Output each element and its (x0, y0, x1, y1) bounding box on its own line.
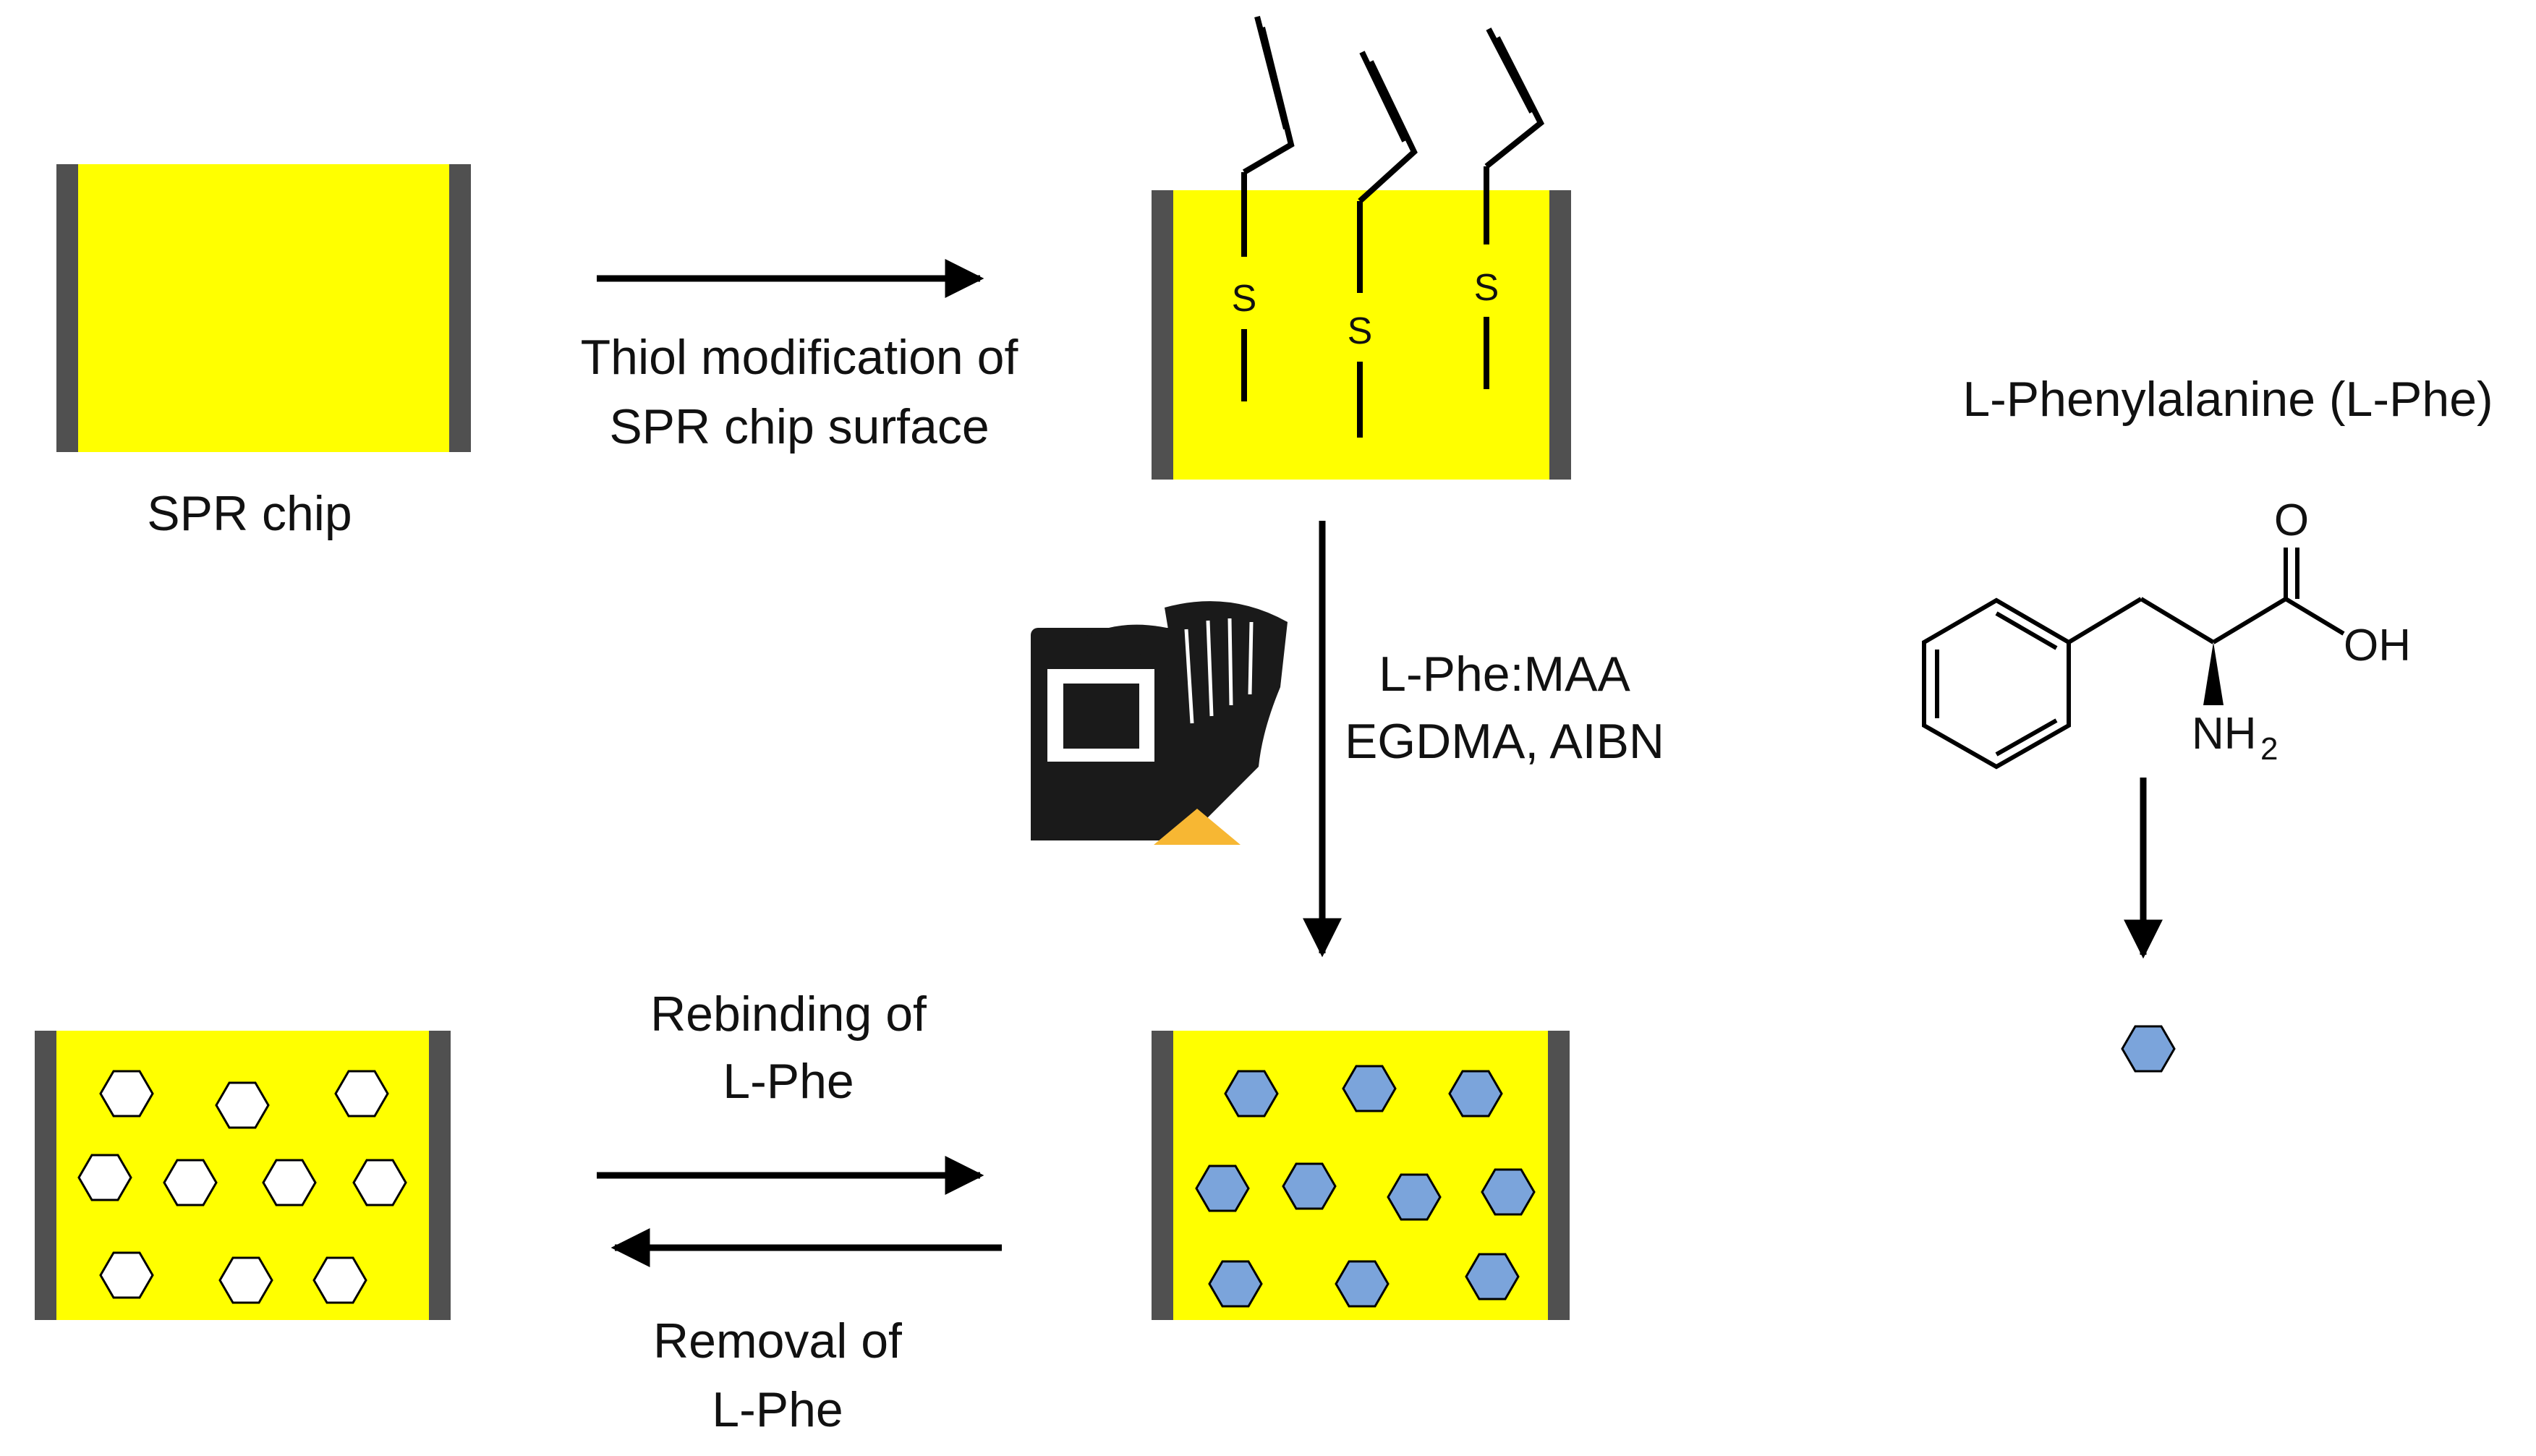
amine-subscript: 2 (2260, 731, 2278, 767)
sulfur-label-2: S (1348, 310, 1373, 352)
phenylalanine-structure (1922, 548, 2345, 770)
sulfur-label-3: S (1474, 267, 1499, 309)
sulfur-label-1: S (1232, 278, 1257, 320)
thiol-label-line1: Thiol modification of (581, 330, 1018, 385)
molecule-title: L-Phenylalanine (L-Phe) (1962, 372, 2493, 427)
rebinding-label-line1: Rebinding of (650, 987, 927, 1042)
thiol-linker-2 (1357, 51, 1418, 438)
wedge-bond (2203, 642, 2224, 705)
rebinding-label-line2: L-Phe (723, 1054, 854, 1109)
chip-edge-right (1548, 1031, 1570, 1320)
spr-chip-imprinted-empty (35, 1031, 451, 1320)
thiol-linker-1 (1241, 16, 1295, 401)
amine-label: NH (2192, 709, 2257, 759)
chip-edge-right (429, 1031, 451, 1320)
removal-label-line1: Removal of (653, 1314, 902, 1368)
removal-label-line2: L-Phe (712, 1382, 843, 1437)
carbonyl-o-label: O (2274, 495, 2309, 545)
chip-edge-right (449, 164, 471, 452)
chip-edge-left (56, 164, 78, 452)
template-molecule-symbol (2121, 1025, 2176, 1073)
thiol-linker-3 (1484, 27, 1545, 389)
spr-chip-imprinted-with-template (1152, 1031, 1570, 1320)
hydroxyl-label: OH (2344, 621, 2411, 670)
chip-edge-left (35, 1031, 56, 1320)
gold-surface (56, 164, 471, 452)
spr-chip-thiol-modified: S S S (1152, 16, 1571, 480)
chip-edge-left (1152, 1031, 1173, 1320)
spr-chip-label: SPR chip (147, 486, 352, 541)
spr-chip-bare (56, 164, 471, 452)
reagents-line1: L-Phe:MAA (1379, 647, 1630, 702)
uv-lamp-icon (1031, 601, 1288, 845)
reagents-line2: EGDMA, AIBN (1345, 714, 1664, 769)
uv-light-beam (1154, 809, 1241, 845)
thiol-label-line2: SPR chip surface (609, 399, 989, 454)
chip-edge-right (1549, 190, 1571, 480)
chip-edge-left (1152, 190, 1173, 480)
